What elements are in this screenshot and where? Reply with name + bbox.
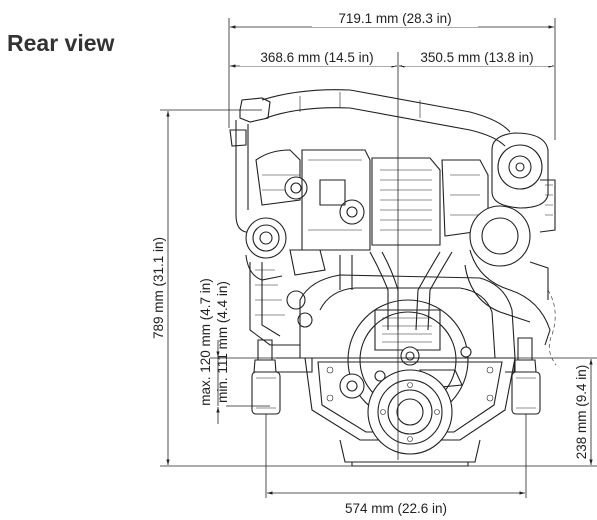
right-width-label: 350.5 mm (13.8 in)	[420, 50, 533, 65]
dimension-bottom-offset: max. 120 mm (4.7 in) min. 111 mm (4.4 in…	[198, 278, 230, 424]
view-title: Rear view	[7, 30, 115, 56]
left-width-label: 368.6 mm (14.5 in)	[260, 50, 373, 65]
engine-outline	[229, 89, 557, 467]
dimension-overall-width: 719.1 mm (28.3 in)	[230, 11, 554, 29]
overall-width-label: 719.1 mm (28.3 in)	[338, 11, 451, 26]
dimension-height: 789 mm (31.1 in)	[151, 111, 170, 465]
dimension-mount-width: 574 mm (22.6 in)	[267, 491, 525, 516]
dimension-left-width: 368.6 mm (14.5 in)	[230, 50, 397, 68]
min-offset-label: min. 111 mm (4.4 in)	[215, 281, 230, 403]
dimension-foot-height: 238 mm (9.4 in)	[574, 359, 593, 465]
height-label: 789 mm (31.1 in)	[151, 237, 166, 339]
dimension-right-width: 350.5 mm (13.8 in)	[399, 50, 554, 68]
max-offset-label: max. 120 mm (4.7 in)	[198, 278, 213, 406]
foot-height-label: 238 mm (9.4 in)	[574, 365, 589, 460]
mount-width-label: 574 mm (22.6 in)	[345, 501, 447, 516]
reference-lines	[160, 18, 597, 498]
